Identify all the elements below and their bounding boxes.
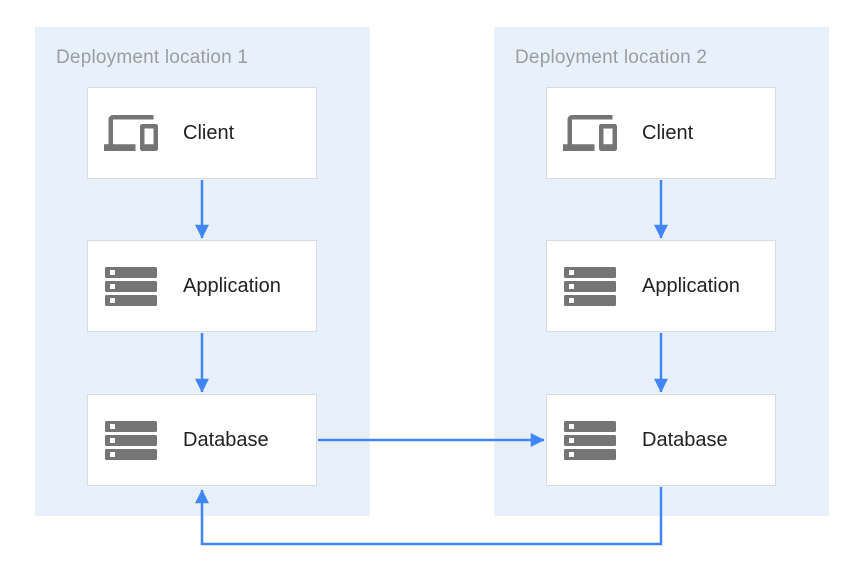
server-stack-icon [103,266,159,306]
node-location-1-client: Client [87,87,317,179]
node-label: Client [183,121,235,144]
devices-icon [103,106,159,160]
node-label: Client [642,121,694,144]
server-stack-icon [103,420,159,460]
deployment-location-2-panel: Deployment location 2 Client [494,27,829,516]
deployment-location-2-title: Deployment location 2 [515,47,708,68]
node-label: Database [642,428,728,451]
node-location-2-client: Client [546,87,776,179]
server-stack-icon [562,266,618,306]
node-location-1-application: Application [87,240,317,332]
node-label: Application [183,274,281,297]
node-location-1-database: Database [87,394,317,486]
node-label: Application [642,274,740,297]
node-location-2-database: Database [546,394,776,486]
node-location-2-application: Application [546,240,776,332]
deployment-location-1-title: Deployment location 1 [56,47,249,68]
deployment-location-1-panel: Deployment location 1 Client [35,27,370,516]
devices-icon [562,106,618,160]
server-stack-icon [562,420,618,460]
node-label: Database [183,428,269,451]
